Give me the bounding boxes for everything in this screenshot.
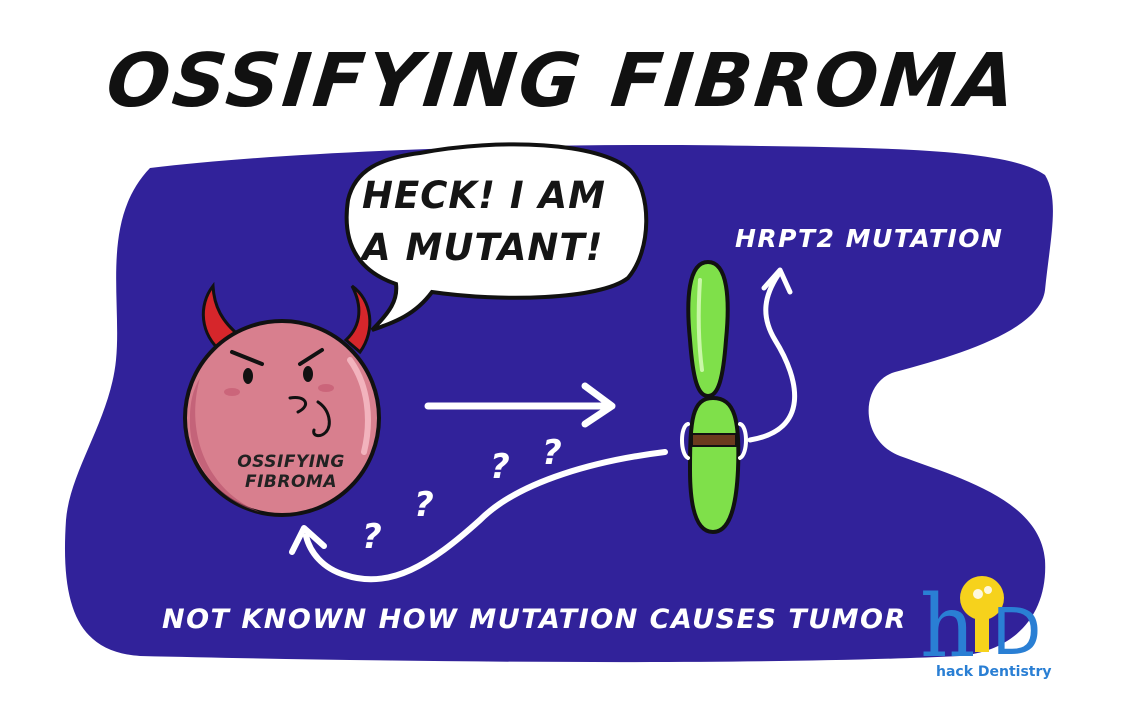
right-horn [343,284,372,355]
fibroma-character-body [183,319,381,517]
bulb-sparkle [984,586,992,594]
lightbulb-icon [960,576,1004,620]
body-highlight [347,357,371,455]
bulb-base [975,618,989,652]
question-mark: ? [362,517,382,557]
brand-name: hack Dentistry [936,664,1052,680]
right-eye [303,366,313,382]
band-bracket-left [680,422,690,460]
unknown-mechanism-arrow [303,449,668,583]
right-cheek [318,384,334,392]
footer-note: NOT KNOWN HOW MUTATION CAUSES TUMOR [162,604,907,635]
body-shade [189,378,260,512]
right-eyebrow [298,348,324,366]
chromosome-lower-arm [687,395,741,535]
arrow-to-mutation-label [747,272,798,443]
character-label: OSSIFYING FIBROMA [216,452,366,492]
arrow-to-chromosome-head [581,382,616,428]
chromosome-highlight [696,278,704,372]
question-mark: ? [490,447,510,487]
mutation-label: HRPT2 MUTATION [735,224,1004,253]
question-mark: ? [414,485,434,525]
speech-bubble [344,142,649,332]
mutation-band [691,433,737,447]
band-bracket-right [738,422,748,460]
character-label-line-2: FIBROMA [244,472,337,492]
left-eyebrow [230,350,264,366]
speech-line-2: A MUTANT! [362,226,604,269]
chromosome-upper-arm [686,259,730,399]
left-eye [243,368,253,384]
mouth [288,395,308,414]
logo-d-letter: D [992,596,1041,670]
character-label-line-1: OSSIFYING [237,452,345,472]
speech-line-1: HECK! I AM [362,174,606,217]
bulb-sparkle [973,589,983,599]
arrow-to-mutation-label-head [761,267,793,295]
hack-dentistry-logo: h D [920,576,1041,677]
left-cheek [224,388,240,396]
question-mark: ? [542,433,562,473]
speech-bubble-text: HECK! I AM A MUTANT! [362,170,642,274]
unknown-mechanism-arrow-head [289,525,327,555]
chin-hand [312,400,331,438]
